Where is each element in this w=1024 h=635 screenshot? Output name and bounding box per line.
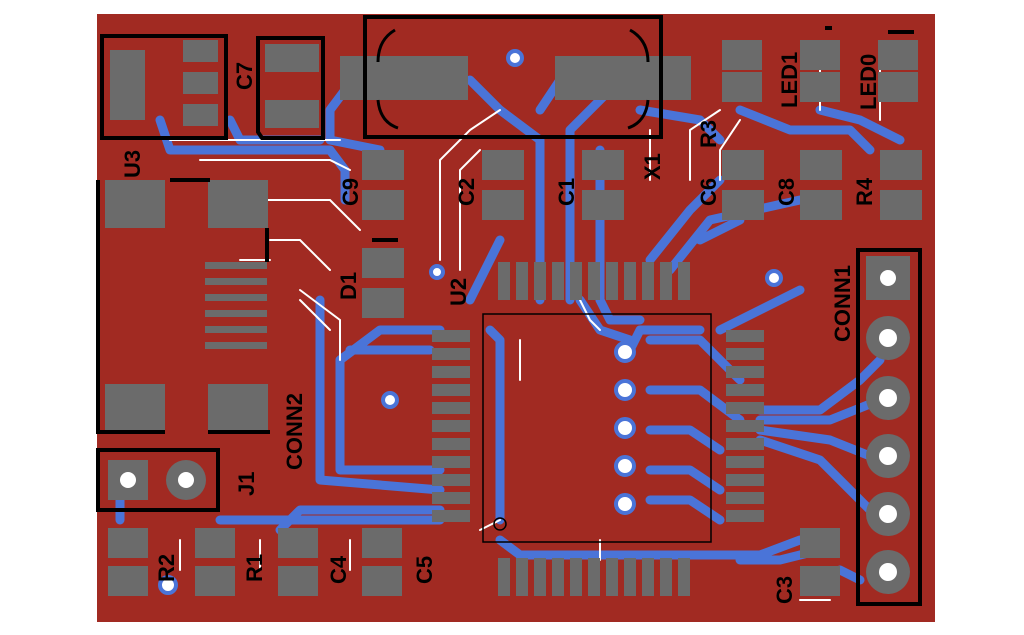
label-c4: C4 — [326, 555, 351, 584]
label-led1: LED1 — [777, 52, 802, 108]
label-r2: R2 — [154, 554, 179, 582]
label-u3: U3 — [120, 150, 145, 178]
label-r1: R1 — [242, 554, 267, 582]
vias — [158, 49, 783, 595]
label-r4: R4 — [852, 177, 877, 206]
label-c7: C7 — [232, 62, 257, 90]
label-c5: C5 — [412, 556, 437, 584]
label-c6: C6 — [696, 178, 721, 206]
label-conn1: CONN1 — [830, 265, 855, 342]
silkscreen-outlines — [96, 15, 922, 606]
pad-holes — [120, 270, 897, 581]
label-c9: C9 — [338, 178, 363, 206]
label-d1: D1 — [336, 272, 361, 300]
label-conn2: CONN2 — [282, 393, 307, 470]
label-u2: U2 — [446, 278, 471, 306]
silkscreen-crystal-arcs — [376, 28, 650, 130]
label-c3: C3 — [772, 576, 797, 604]
label-x1: X1 — [640, 153, 665, 180]
label-j1: J1 — [234, 472, 259, 496]
label-r3: R3 — [696, 120, 721, 148]
label-c8: C8 — [774, 178, 799, 206]
top-traces — [169, 59, 881, 601]
label-c1: C1 — [554, 178, 579, 206]
pads — [105, 40, 922, 596]
label-led0: LED0 — [856, 54, 881, 110]
u2-outline — [482, 313, 712, 543]
label-c2: C2 — [454, 178, 479, 206]
